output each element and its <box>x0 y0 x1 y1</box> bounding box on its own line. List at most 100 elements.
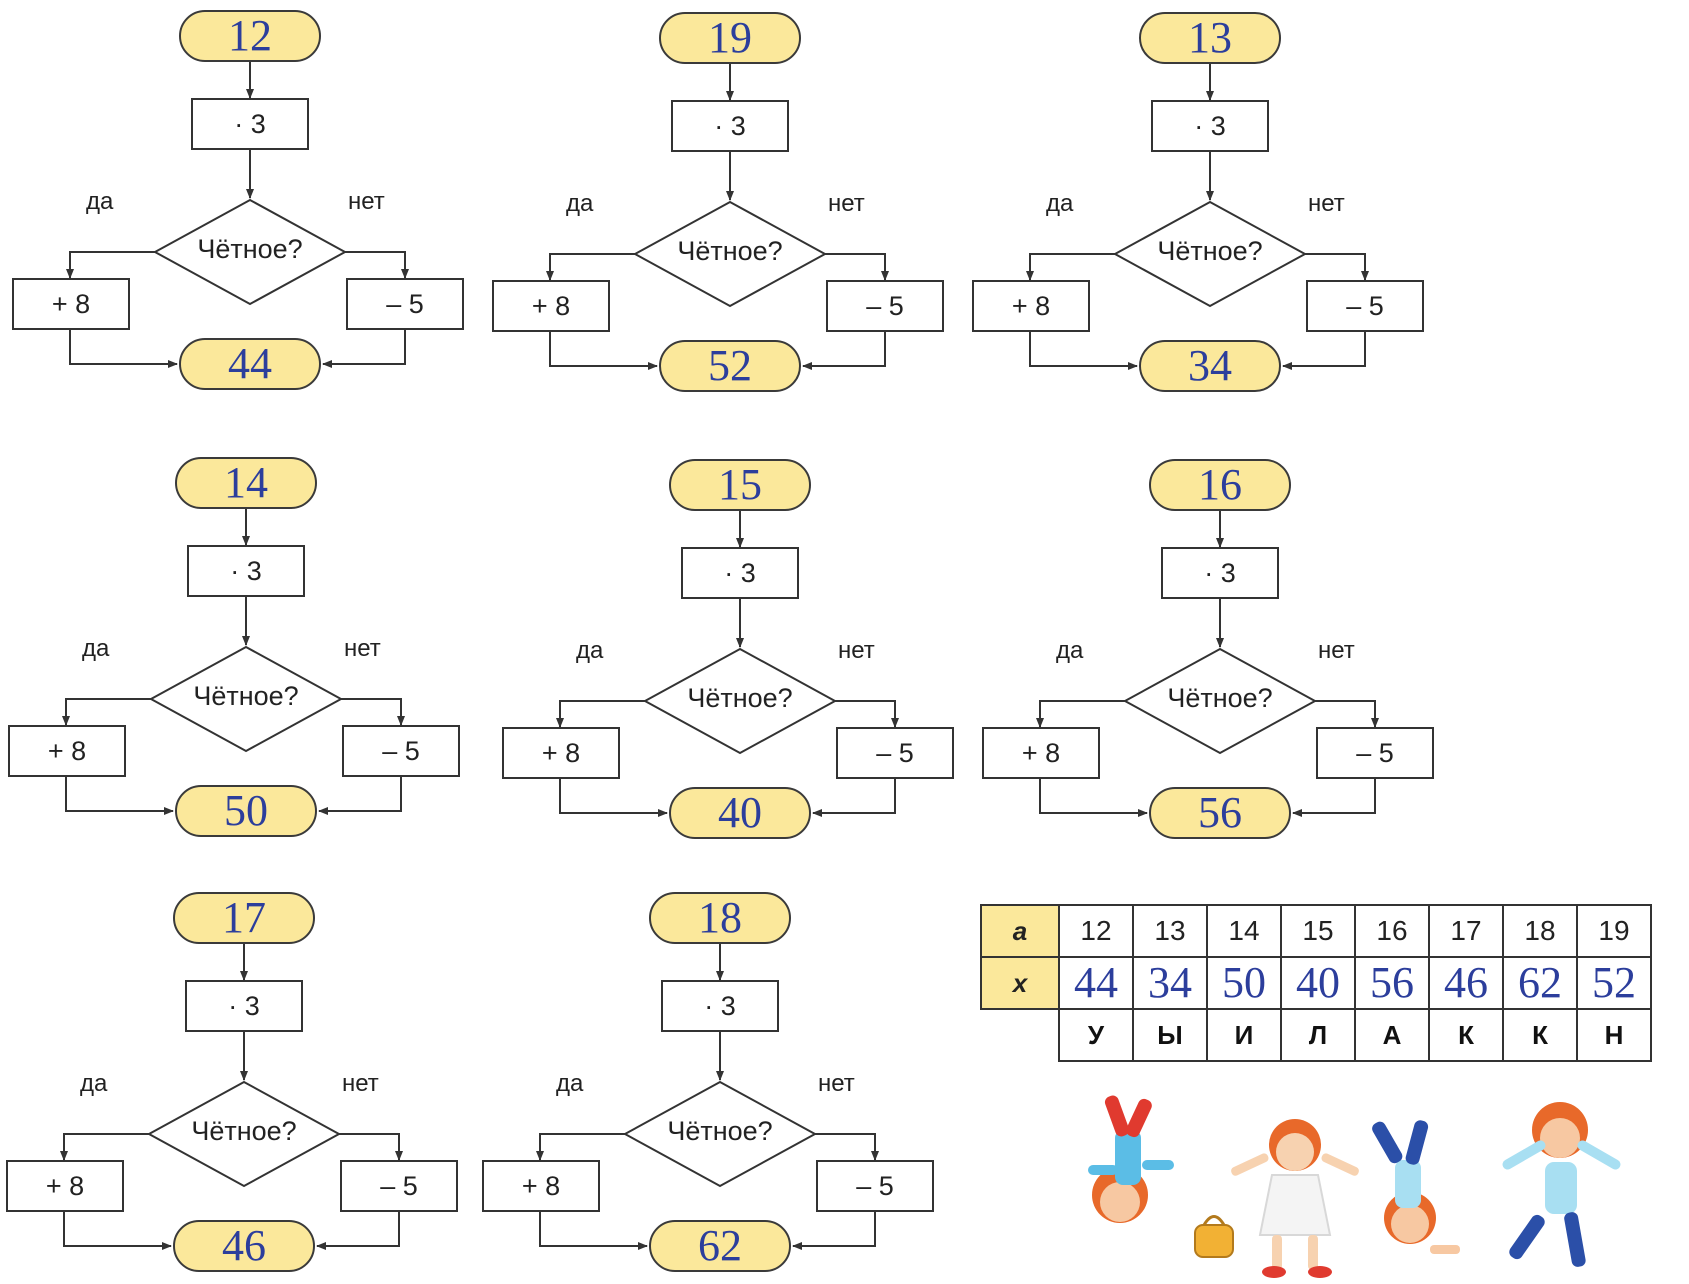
connector-arrow <box>1315 700 1379 728</box>
yes-label: да <box>1056 637 1084 664</box>
multiply-step: · 3 <box>661 980 779 1032</box>
input-number: 15 <box>669 459 811 511</box>
table-cell-a: 13 <box>1132 904 1208 958</box>
yes-label: да <box>566 190 594 217</box>
connector-arrow <box>815 1133 879 1161</box>
connector-arrow <box>316 1212 400 1250</box>
yes-label: да <box>576 637 604 664</box>
output-number: 62 <box>649 1220 791 1272</box>
multiply-step: · 3 <box>185 980 303 1032</box>
table-cell-letter: У <box>1058 1008 1134 1062</box>
connector-arrow <box>835 700 899 728</box>
boy-jumping-figure <box>1502 1102 1621 1267</box>
yes-label: да <box>556 1070 584 1097</box>
table-cell-x: 44 <box>1058 956 1134 1010</box>
multiply-step: · 3 <box>1161 547 1279 599</box>
connector-arrow <box>339 1133 403 1161</box>
connector-arrow <box>341 698 405 726</box>
no-label: нет <box>1308 190 1345 217</box>
subtract-step: – 5 <box>346 278 464 330</box>
flowchart-connectors <box>1026 64 1369 370</box>
connector-arrow <box>62 698 151 726</box>
subtract-step: – 5 <box>836 727 954 779</box>
connector-arrow <box>825 253 889 281</box>
output-number: 44 <box>179 338 321 390</box>
connector-arrow <box>345 251 409 279</box>
no-label: нет <box>344 635 381 662</box>
no-label: нет <box>348 188 385 215</box>
add-step: + 8 <box>8 725 126 777</box>
connector-arrow <box>66 251 155 279</box>
connector-arrow <box>792 1212 876 1250</box>
table-empty-cell <box>981 1009 1059 1061</box>
yes-label: да <box>80 1070 108 1097</box>
connector-arrow <box>65 777 174 815</box>
multiply-step: · 3 <box>187 545 305 597</box>
connector-arrow <box>536 1133 625 1161</box>
output-number: 40 <box>669 787 811 839</box>
flowchart-connectors <box>60 944 403 1250</box>
table-cell-a: 12 <box>1058 904 1134 958</box>
multiply-step: · 3 <box>671 100 789 152</box>
even-question-label: Чётное? <box>193 681 299 711</box>
table-cell-letter: Ы <box>1132 1008 1208 1062</box>
table-cell-x: 46 <box>1428 956 1504 1010</box>
table-cell-letter: К <box>1428 1008 1504 1062</box>
yes-label: да <box>1046 190 1074 217</box>
connector-arrow <box>69 330 178 368</box>
table-cell-letter: А <box>1354 1008 1430 1062</box>
add-step: + 8 <box>502 727 620 779</box>
input-number: 19 <box>659 12 801 64</box>
table-row-x: x 44 34 50 40 56 46 62 52 <box>980 956 1652 1010</box>
subtract-step: – 5 <box>1306 280 1424 332</box>
no-label: нет <box>342 1070 379 1097</box>
add-step: + 8 <box>482 1160 600 1212</box>
multiply-step: · 3 <box>681 547 799 599</box>
no-label: нет <box>1318 637 1355 664</box>
connector-arrow <box>1029 332 1138 370</box>
multiply-step: · 3 <box>1151 100 1269 152</box>
girl-figure <box>1231 1119 1359 1278</box>
connector-arrow <box>812 779 896 817</box>
flowchart-connectors <box>556 511 899 817</box>
connector-arrow <box>546 253 635 281</box>
connector-arrow <box>802 332 886 370</box>
input-number: 14 <box>175 457 317 509</box>
table-cell-letter: Л <box>1280 1008 1356 1062</box>
connector-arrow <box>1282 332 1366 370</box>
yes-label: да <box>86 188 114 215</box>
answer-table: a 12 13 14 15 16 17 18 19 x 44 34 50 40 … <box>980 904 1652 1062</box>
bag-icon <box>1194 1215 1234 1258</box>
no-label: нет <box>828 190 865 217</box>
table-cell-x: 62 <box>1502 956 1578 1010</box>
connector-arrow <box>1026 253 1115 281</box>
table-cell-a: 16 <box>1354 904 1430 958</box>
connector-arrow <box>539 1212 648 1250</box>
table-cell-letter: Н <box>1576 1008 1652 1062</box>
add-step: + 8 <box>6 1160 124 1212</box>
connector-arrow <box>318 777 402 815</box>
input-number: 18 <box>649 892 791 944</box>
table-cell-a: 15 <box>1280 904 1356 958</box>
flowchart-connectors <box>536 944 879 1250</box>
input-number: 17 <box>173 892 315 944</box>
table-row-letters: У Ы И Л А К К Н <box>981 1008 1652 1062</box>
table-cell-a: 19 <box>1576 904 1652 958</box>
even-question-label: Чётное? <box>1157 236 1263 266</box>
table-cell-x: 52 <box>1576 956 1652 1010</box>
flowchart-connectors <box>1036 511 1379 817</box>
even-question-label: Чётное? <box>687 683 793 713</box>
multiply-step: · 3 <box>191 98 309 150</box>
even-question-label: Чётное? <box>667 1116 773 1146</box>
output-number: 46 <box>173 1220 315 1272</box>
add-step: + 8 <box>12 278 130 330</box>
add-step: + 8 <box>982 727 1100 779</box>
connector-arrow <box>1292 779 1376 817</box>
child-handstand-figure <box>1088 1095 1174 1223</box>
